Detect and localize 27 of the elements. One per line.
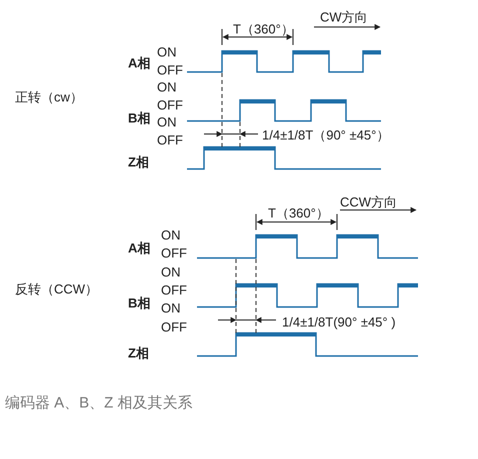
level-label: ON	[161, 266, 180, 278]
level-label: ON	[157, 116, 176, 128]
phase-label: B相	[128, 296, 150, 310]
phase-label: A相	[128, 56, 150, 70]
direction-label: CCW方向	[340, 196, 398, 208]
caption: 编码器 A、B、Z 相及其关系	[5, 396, 193, 410]
dimension-label: 1/4±1/8T(90° ±45° )	[282, 316, 396, 328]
phase-label: A相	[128, 242, 150, 254]
level-label: OFF	[161, 246, 187, 260]
level-label: ON	[157, 46, 176, 58]
dimension-label: T（360°）	[268, 206, 329, 220]
phase-label: Z相	[128, 156, 149, 168]
level-label: OFF	[161, 320, 187, 334]
level-label: OFF	[157, 98, 183, 112]
direction-label: CW方向	[320, 10, 368, 24]
mode-label: 反转（CCW）	[15, 282, 98, 296]
level-label: ON	[157, 80, 176, 94]
phase-label: B相	[128, 112, 150, 124]
level-label: OFF	[157, 64, 183, 76]
phase-label: Z相	[128, 346, 149, 360]
mode-label: 正转（cw）	[15, 90, 83, 104]
level-label: OFF	[157, 134, 183, 146]
dimension-label: 1/4±1/8T（90° ±45°）	[262, 128, 390, 142]
level-label: OFF	[161, 284, 187, 296]
level-label: ON	[161, 302, 180, 314]
level-label: ON	[161, 228, 180, 242]
dimension-label: T（360°）	[233, 22, 294, 36]
